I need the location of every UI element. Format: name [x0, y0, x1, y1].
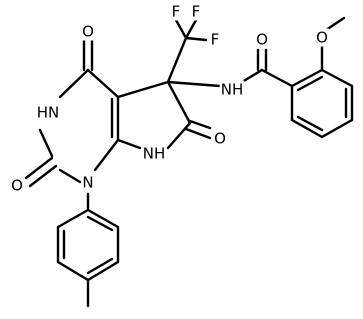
- atom-label: O: [11, 177, 23, 195]
- bond: [188, 119, 212, 130]
- bond: [296, 115, 324, 132]
- atom-label-backing: [255, 30, 269, 49]
- bond: [320, 68, 354, 88]
- atom-label: HN: [37, 104, 60, 122]
- atom-label: F: [172, 3, 181, 21]
- bond: [296, 75, 324, 92]
- bond: [320, 118, 354, 139]
- atom-label: F: [192, 3, 201, 21]
- atom-label: N: [82, 174, 93, 192]
- bond: [86, 215, 114, 232]
- bond: [184, 36, 208, 42]
- bond: [86, 68, 120, 99]
- bond: [56, 208, 90, 229]
- bond: [324, 16, 346, 32]
- atom-label: O: [82, 23, 94, 41]
- bond: [184, 18, 198, 40]
- atom-label-backing: [35, 103, 61, 122]
- atom-label-backing: [209, 30, 221, 49]
- bond: [116, 80, 170, 99]
- bond: [174, 18, 188, 40]
- bond: [184, 127, 212, 140]
- bond: [240, 68, 264, 84]
- atom-label-backing: [315, 28, 329, 47]
- atom-label: O: [316, 29, 328, 47]
- bond: [86, 257, 114, 275]
- atom-label-backing: [190, 2, 202, 21]
- atom-label-backing: [219, 80, 245, 99]
- bond-layer: [24, 16, 354, 308]
- bond: [93, 138, 120, 172]
- bond: [260, 68, 294, 88]
- atom-label: NH: [143, 145, 166, 163]
- atom-label-backing: [10, 176, 24, 195]
- bond: [166, 36, 188, 84]
- bond: [28, 164, 58, 188]
- bond: [56, 260, 90, 282]
- atom-label-backing: [81, 173, 95, 192]
- bond: [24, 156, 54, 180]
- bond: [290, 118, 324, 139]
- bond: [86, 208, 120, 229]
- bond: [166, 80, 222, 88]
- atom-label: NH: [221, 81, 244, 99]
- atom-label: O: [256, 31, 268, 49]
- atom-label-layer: O F F F O O HN NH O N NH O: [10, 2, 329, 195]
- atom-label: F: [211, 31, 220, 49]
- bond: [38, 128, 54, 158]
- bond: [290, 68, 324, 88]
- bond: [58, 68, 90, 99]
- bond: [166, 121, 192, 150]
- atom-label-backing: [213, 129, 227, 148]
- bond: [166, 80, 192, 125]
- bond: [58, 168, 82, 184]
- atom-label-backing: [170, 2, 182, 21]
- atom-label-backing: [141, 144, 167, 163]
- bond: [86, 260, 120, 282]
- bond: [116, 138, 142, 150]
- atom-label: O: [214, 130, 226, 148]
- atom-label-backing: [81, 22, 95, 41]
